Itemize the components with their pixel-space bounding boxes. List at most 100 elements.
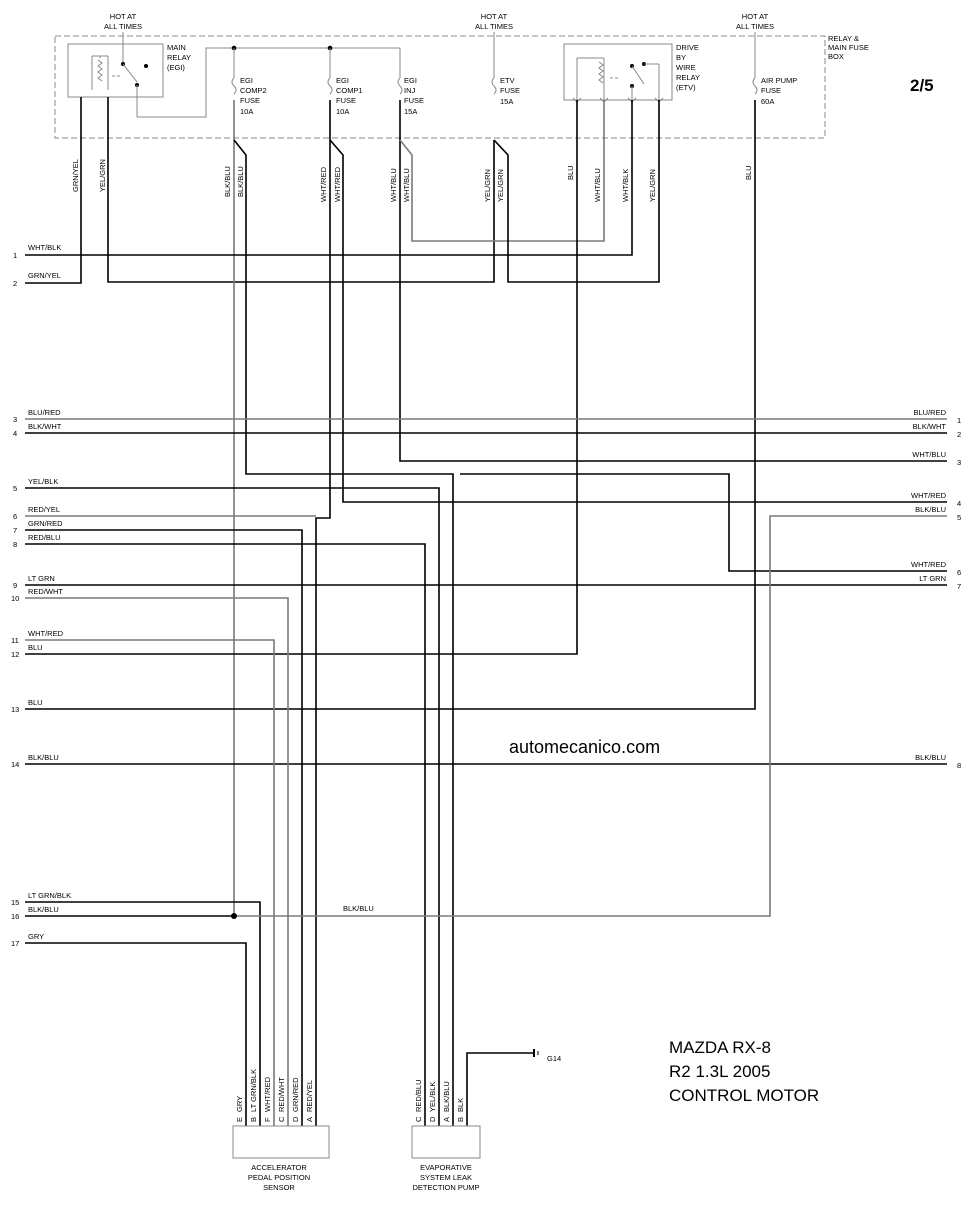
main-relay-label-1: MAIN [167, 43, 186, 52]
ground-label: G14 [547, 1054, 561, 1063]
vlabel-wht-red-2: WHT/RED [333, 166, 342, 202]
left-pin-2: 2 [13, 279, 17, 288]
hot-label-3b: ALL TIMES [736, 22, 774, 31]
main-relay-label-2: RELAY [167, 53, 191, 62]
ground-symbol [533, 1049, 539, 1057]
right-pin-5: 5 [957, 513, 961, 522]
right-pin-7: 7 [957, 582, 961, 591]
fuse-box-outline [54, 35, 826, 139]
fuse-box-label-2: MAIN FUSE [828, 43, 869, 52]
app-pin-b: B [249, 1117, 258, 1122]
fuse3-rating: 15A [404, 107, 417, 116]
left-pin-15: 15 [11, 898, 19, 907]
title-line-1: MAZDA RX-8 [669, 1038, 771, 1057]
vlabel-grn-yel: GRN/YEL [71, 159, 80, 192]
evap-wire-a: BLK/BLU [442, 1081, 451, 1112]
right-wire-1: BLU/RED [913, 408, 946, 417]
evap-label-3: DETECTION PUMP [412, 1183, 479, 1192]
fuse2-line1: EGI [336, 76, 349, 85]
app-sensor-body [232, 1125, 330, 1159]
right-wire-4: WHT/RED [911, 491, 947, 500]
evap-pump: C RED/BLU D YEL/BLK A BLK/BLU B BLK EVAP… [411, 1079, 481, 1192]
etv-relay-label-1: DRIVE [676, 43, 699, 52]
right-pin-3: 3 [957, 458, 961, 467]
left-pin-10: 10 [11, 594, 19, 603]
etv-relay: DRIVE BY WIRE RELAY (ETV) [563, 43, 700, 103]
left-wire-3: BLU/RED [28, 408, 61, 417]
watermark: automecanico.com [509, 737, 660, 757]
left-pin-16: 16 [11, 912, 19, 921]
app-wire-c: RED/WHT [277, 1077, 286, 1112]
app-wire-d: GRN/RED [291, 1077, 300, 1112]
fuse4-line2: FUSE [500, 86, 520, 95]
app-wire-e: GRY [235, 1096, 244, 1112]
etv-relay-label-4: RELAY [676, 73, 700, 82]
right-connector: BLU/RED 1 BLK/WHT 2 WHT/BLU 3 WHT/RED 4 … [911, 408, 961, 770]
left-pin-13: 13 [11, 705, 19, 714]
vlabel-wht-red-1: WHT/RED [319, 166, 328, 202]
evap-wire-d: YEL/BLK [428, 1082, 437, 1112]
vlabel-wht-blk: WHT/BLK [621, 169, 630, 202]
app-wire-a: RED/YEL [305, 1080, 314, 1112]
left-wire-11: WHT/RED [28, 629, 64, 638]
splice-dot [231, 913, 237, 919]
vlabel-yel-grn-2: YEL/GRN [483, 169, 492, 202]
left-pin-12: 12 [11, 650, 19, 659]
right-pin-6: 6 [957, 568, 961, 577]
vlabel-blu-2: BLU [744, 165, 753, 180]
fuse2-line2: COMP1 [336, 86, 363, 95]
right-wire-2: BLK/WHT [913, 422, 947, 431]
right-pin-2: 2 [957, 430, 961, 439]
app-pin-e: E [235, 1117, 244, 1122]
evap-pump-body [411, 1125, 481, 1159]
fuse-box-label-1: RELAY & [828, 34, 859, 43]
etv-relay-label-5: (ETV) [676, 83, 696, 92]
fuse1-line3: FUSE [240, 96, 260, 105]
evap-label-2: SYSTEM LEAK [420, 1173, 472, 1182]
left-wire-4: BLK/WHT [28, 422, 62, 431]
app-pin-d: D [291, 1116, 300, 1122]
app-label-2: PEDAL POSITION [248, 1173, 310, 1182]
left-pin-17: 17 [11, 939, 19, 948]
fuse3-line3: FUSE [404, 96, 424, 105]
app-wire-f: WHT/RED [263, 1076, 272, 1112]
hot-label-1a: HOT AT [110, 12, 137, 21]
left-pin-14: 14 [11, 760, 19, 769]
evap-wire-c: RED/BLU [414, 1079, 423, 1112]
title-line-2: R2 1.3L 2005 [669, 1062, 770, 1081]
left-wire-5: YEL/BLK [28, 477, 58, 486]
vlabel-blk-blu-2: BLK/BLU [236, 166, 245, 197]
evap-pin-d: D [428, 1116, 437, 1122]
app-wire-b: LT GRN/BLK [249, 1069, 258, 1112]
main-relay-label-3: (EGI) [167, 63, 185, 72]
left-pin-8: 8 [13, 540, 17, 549]
fuse3-line1: EGI [404, 76, 417, 85]
evap-label-1: EVAPORATIVE [420, 1163, 472, 1172]
vertical-wire-labels: GRN/YEL YEL/GRN BLK/BLU BLK/BLU WHT/RED … [71, 159, 753, 202]
vlabel-yel-grn: YEL/GRN [98, 159, 107, 192]
evap-pin-a: A [442, 1117, 451, 1122]
left-wire-16: BLK/BLU [28, 905, 59, 914]
hot-label-3a: HOT AT [742, 12, 769, 21]
wire-harness [25, 97, 947, 1126]
fuse1-line1: EGI [240, 76, 253, 85]
diagram-title: MAZDA RX-8 R2 1.3L 2005 CONTROL MOTOR [669, 1038, 819, 1105]
left-wire-13: BLU [28, 698, 43, 707]
vlabel-yel-grn-3: YEL/GRN [496, 169, 505, 202]
fuse5-line2: FUSE [761, 86, 781, 95]
app-label-1: ACCELERATOR [251, 1163, 307, 1172]
right-wire-8: BLK/BLU [915, 753, 946, 762]
left-pin-4: 4 [13, 429, 17, 438]
left-pin-6: 6 [13, 512, 17, 521]
hot-label-2b: ALL TIMES [475, 22, 513, 31]
fuse5-line1: AIR PUMP [761, 76, 797, 85]
right-wire-5: BLK/BLU [915, 505, 946, 514]
vlabel-wht-blu-2: WHT/BLU [402, 168, 411, 202]
left-wire-9: LT GRN [28, 574, 55, 583]
app-label-3: SENSOR [263, 1183, 295, 1192]
left-wire-17: GRY [28, 932, 44, 941]
fuse1-rating: 10A [240, 107, 253, 116]
left-wire-14: BLK/BLU [28, 753, 59, 762]
evap-pin-c: C [414, 1116, 423, 1122]
